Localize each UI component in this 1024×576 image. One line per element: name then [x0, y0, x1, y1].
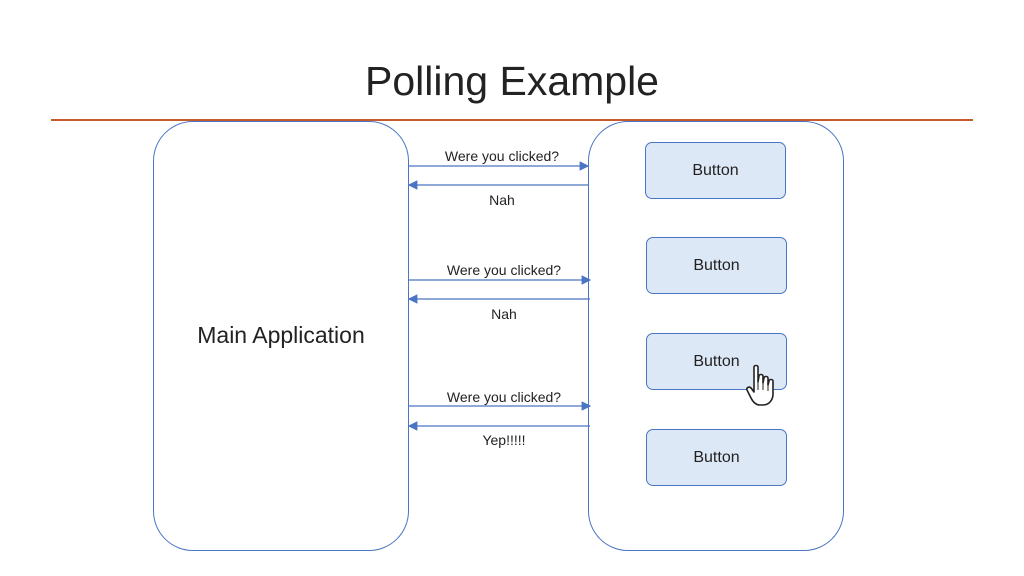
response-label-3: Yep!!!!! [482, 432, 526, 448]
button-4[interactable]: Button [646, 429, 787, 486]
title-divider [51, 119, 973, 121]
request-label-3: Were you clicked? [446, 389, 562, 405]
page-title: Polling Example [365, 58, 659, 104]
button-2[interactable]: Button [646, 237, 787, 294]
button-3[interactable]: Button [646, 333, 787, 390]
request-label-2: Were you clicked? [446, 262, 562, 278]
main-application-label: Main Application [197, 322, 365, 348]
hand-pointer-icon [746, 364, 774, 406]
response-label-2: Nah [491, 306, 517, 322]
main-application-box: Main Application [153, 121, 409, 551]
button-1[interactable]: Button [645, 142, 786, 199]
response-label-1: Nah [489, 192, 515, 208]
request-label-1: Were you clicked? [444, 148, 560, 164]
